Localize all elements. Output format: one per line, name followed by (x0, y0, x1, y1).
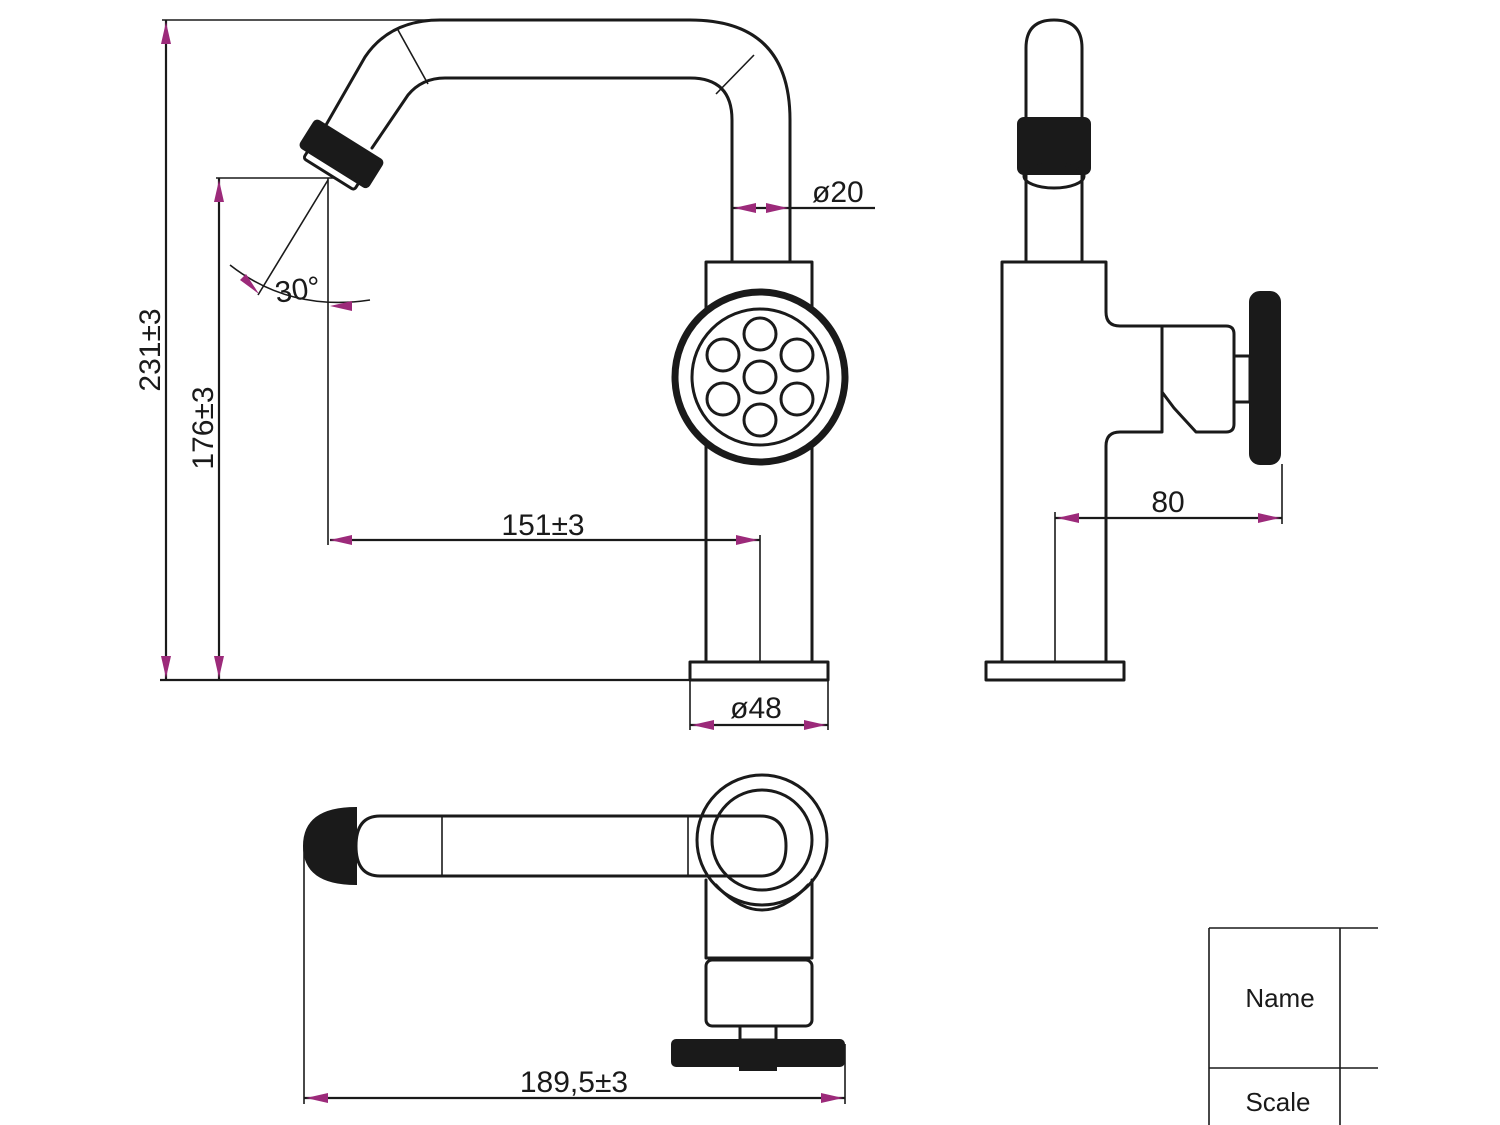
top-base-outer (695, 773, 829, 907)
top-spout (354, 814, 788, 878)
side-view: 80 (984, 18, 1283, 682)
top-body (704, 878, 814, 960)
aerator (299, 119, 384, 191)
total-height-label: 231±3 (134, 308, 167, 391)
title-block-scale-label: Scale (1245, 1087, 1310, 1117)
spout-diameter-label: ø20 (812, 176, 864, 209)
handle-wheel-outer (671, 288, 849, 466)
side-aerator (1017, 117, 1091, 175)
handle-holes (705, 316, 815, 438)
base-diameter-label: ø48 (730, 692, 782, 725)
side-body (1000, 260, 1164, 664)
title-block: Name Scale (1208, 927, 1378, 1125)
angle-label: 30° (273, 271, 323, 310)
handle-projection-label: 80 (1151, 486, 1184, 519)
spout-inner (370, 76, 734, 264)
side-handle-wheel (1249, 291, 1281, 465)
top-view: 189,5±3 (302, 773, 846, 1104)
side-base (984, 660, 1126, 682)
handle-wheel-inner (690, 307, 830, 447)
top-base-inner (710, 788, 814, 892)
spout-joint-left (397, 29, 429, 85)
title-block-name-label: Name (1245, 983, 1314, 1013)
spout-outer (320, 18, 792, 264)
side-valve (1160, 324, 1236, 434)
top-aerator (302, 806, 357, 886)
top-valve (704, 958, 814, 1028)
top-length-label: 189,5±3 (520, 1066, 628, 1099)
reach-label: 151±3 (501, 509, 584, 542)
faucet-base (688, 660, 830, 682)
spout-joint-right (715, 54, 755, 95)
side-spout (1024, 18, 1084, 264)
outlet-height-label: 176±3 (187, 386, 220, 469)
front-view: 231±3 176±3 30° 151±3 ø20 ø48 (134, 18, 875, 730)
